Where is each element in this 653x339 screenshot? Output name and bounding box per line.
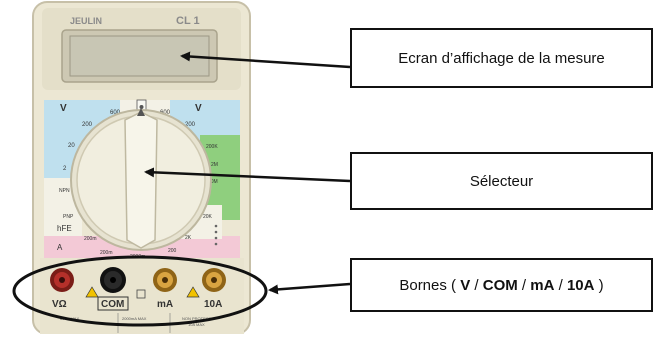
small-print-10a-max: 10A MAX (188, 322, 205, 327)
label-200k: 200K (206, 144, 218, 150)
callout-terminal-10a: 10A (566, 276, 595, 294)
arrow-display (180, 51, 351, 69)
terminal-label-ma: mA (157, 299, 173, 310)
callout-sep: / (554, 276, 567, 294)
arrow-terminals (268, 282, 351, 295)
label-200m-right: 200m (100, 250, 113, 256)
fuse-symbol-icon (136, 289, 146, 299)
warning-icon (186, 286, 200, 298)
label-600-right: 600 (160, 110, 171, 116)
small-print-2000ma: 2000mA MAX (122, 316, 147, 321)
label-v-ac: V (195, 103, 202, 114)
label-a: A (57, 243, 63, 252)
selector-pointer[interactable] (124, 111, 158, 249)
brand-logo: JEULIN (70, 16, 102, 26)
label-20m: 20M (208, 179, 218, 185)
callout-sep: / (517, 276, 531, 294)
label-v-dc: V (60, 103, 67, 114)
small-print-non-protege: NON PROTEGE (182, 316, 212, 321)
label-200-ohm: 200 (168, 248, 177, 254)
arrow-selector (144, 167, 351, 183)
label-600-left: 600 (110, 110, 121, 116)
jack-10a-hole (211, 277, 217, 283)
terminal-label-com: COM (101, 299, 124, 310)
label-pnp: PNP (63, 214, 74, 220)
terminal-label-10a: 10A (204, 299, 222, 310)
label-20k: 20K (203, 214, 213, 220)
callout-terminals-prefix: Bornes ( (399, 276, 461, 294)
callout-terminal-ma: mA (530, 276, 555, 294)
callout-display: Ecran d’affichage de la mesure (350, 28, 653, 88)
callout-sep: / (470, 276, 483, 294)
terminals-highlight-ellipse (12, 255, 268, 327)
jack-v-ohm-hole (59, 277, 65, 283)
callout-selector-text: Sélecteur (469, 172, 534, 190)
warning-icon (85, 286, 99, 298)
label-200-right: 200 (185, 122, 196, 128)
off-marker-dot (139, 105, 144, 109)
selector-pointer-tip (137, 108, 145, 116)
callout-selector: Sélecteur (350, 152, 653, 210)
callout-terminals: Bornes ( V / COM / mA / 10A ) (350, 258, 653, 312)
callout-terminals-suffix: ) (594, 276, 604, 294)
label-2m: 2M (211, 162, 218, 168)
callout-terminal-com: COM (482, 276, 518, 294)
jack-com-hole (110, 277, 116, 283)
label-hfe: hFE (57, 224, 72, 233)
label-200m-left: 200m (84, 236, 97, 242)
indicator-dots (214, 224, 218, 246)
callout-display-text: Ecran d’affichage de la mesure (398, 49, 605, 67)
label-200-left: 200 (82, 122, 93, 128)
label-2-left: 2 (63, 166, 67, 172)
terminal-label-v-ohm: VΩ (52, 299, 67, 310)
callout-terminal-v: V (460, 276, 471, 294)
label-20-left: 20 (68, 143, 75, 149)
com-label-box (97, 296, 129, 311)
label-npn: NPN (59, 188, 70, 194)
jack-ma-hole (162, 277, 168, 283)
model-label: CL 1 (176, 15, 200, 27)
label-2k: 2K (185, 235, 192, 241)
